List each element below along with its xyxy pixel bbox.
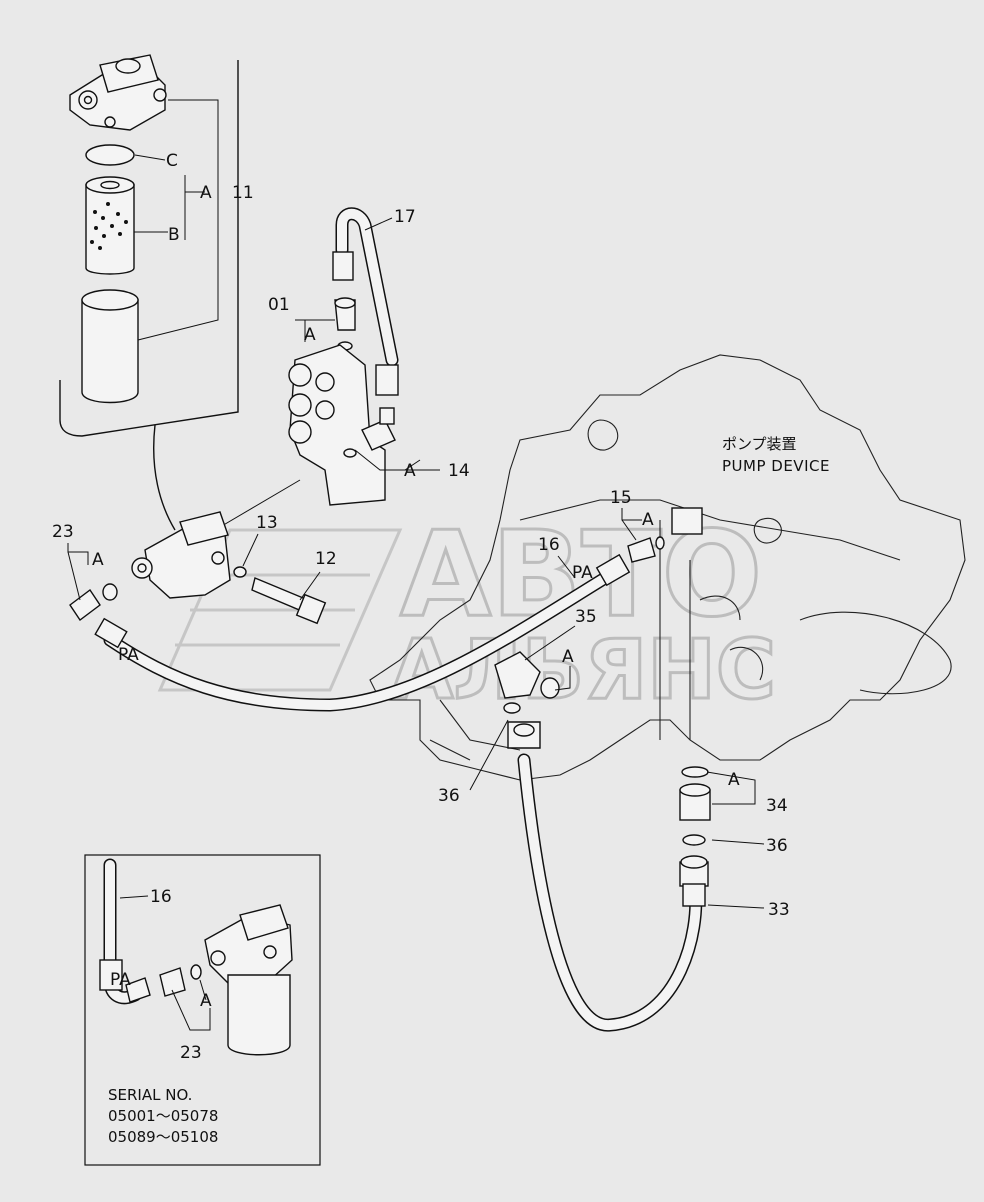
watermark: АВТО АЛЬЯНС	[157, 504, 778, 720]
pump-caption-japanese: ポンプ装置	[722, 435, 797, 453]
callout-17: 17	[394, 207, 416, 227]
callout-a-01: A	[304, 325, 316, 345]
callout-a-14: A	[404, 461, 416, 481]
callout-pa-mid: PA	[572, 563, 593, 583]
pump-caption-english: PUMP DEVICE	[722, 457, 830, 475]
callout-c: C	[166, 151, 178, 171]
callout-b: B	[168, 225, 180, 245]
callout-13: 13	[256, 513, 278, 533]
hose-17-fitting-top	[332, 251, 354, 281]
callout-33: 33	[768, 900, 790, 920]
callout-pa-left: PA	[118, 645, 139, 665]
filter-main: 13 12 23 A	[52, 479, 337, 625]
leader-to-filter	[153, 424, 176, 531]
pump-device-outline	[369, 354, 966, 781]
callout-11: 11	[232, 183, 254, 203]
inset-callout-pa: PA	[110, 970, 131, 990]
callout-16: 16	[538, 535, 560, 555]
callout-23: 23	[52, 522, 74, 542]
callout-14: 14	[448, 461, 470, 481]
elbow-23	[69, 588, 101, 622]
callout-01: 01	[268, 295, 290, 315]
fitting-15: 15 A	[610, 488, 665, 563]
o-ring-23	[102, 583, 118, 601]
callout-36-mid: 36	[438, 786, 460, 806]
callout-a-35: A	[562, 647, 574, 667]
washer-13	[233, 566, 247, 578]
inset-serial-range2: 05089～05108	[108, 1128, 218, 1146]
filter-bowl	[81, 299, 139, 404]
inset-serial-variant: 16 PA A 23 SERIAL NO. 05001～05078 05089～…	[84, 854, 321, 1166]
inset-fitting-23	[159, 967, 186, 997]
inset-serial-title: SERIAL NO.	[108, 1086, 192, 1104]
o-ring-36	[682, 834, 706, 846]
callout-a-top: A	[200, 183, 212, 203]
filter-assembly-exploded: C B A 11	[59, 54, 254, 531]
valve-block	[289, 344, 386, 506]
filter-element-b	[85, 184, 135, 275]
valve-block-assembly: 17 01 A A 14	[268, 207, 470, 506]
hose-33-assembly: 35 A 36 A 34 36 33	[438, 607, 790, 1032]
plug-block	[671, 507, 703, 535]
hose-16: PA PA 16	[94, 535, 631, 712]
callout-12: 12	[315, 549, 337, 569]
callout-36-right: 36	[766, 836, 788, 856]
callout-a-34: A	[728, 770, 740, 790]
callout-34: 34	[766, 796, 788, 816]
callout-a-15: A	[642, 510, 654, 530]
watermark-logo	[157, 528, 403, 692]
inset-callout-16: 16	[150, 887, 172, 907]
inset-callout-23: 23	[180, 1043, 202, 1063]
watermark-line1: АВТО	[400, 505, 762, 643]
callout-35: 35	[575, 607, 597, 627]
fitting-35	[494, 651, 541, 699]
inset-callout-a: A	[200, 991, 212, 1011]
inset-serial-range1: 05001～05078	[108, 1107, 218, 1125]
inset-frame	[84, 854, 321, 1166]
callout-15: 15	[610, 488, 632, 508]
callout-a-23: A	[92, 550, 104, 570]
elbow-14	[361, 419, 396, 451]
hose-17-fitting-bottom	[375, 364, 399, 396]
o-ring-c	[85, 144, 135, 166]
